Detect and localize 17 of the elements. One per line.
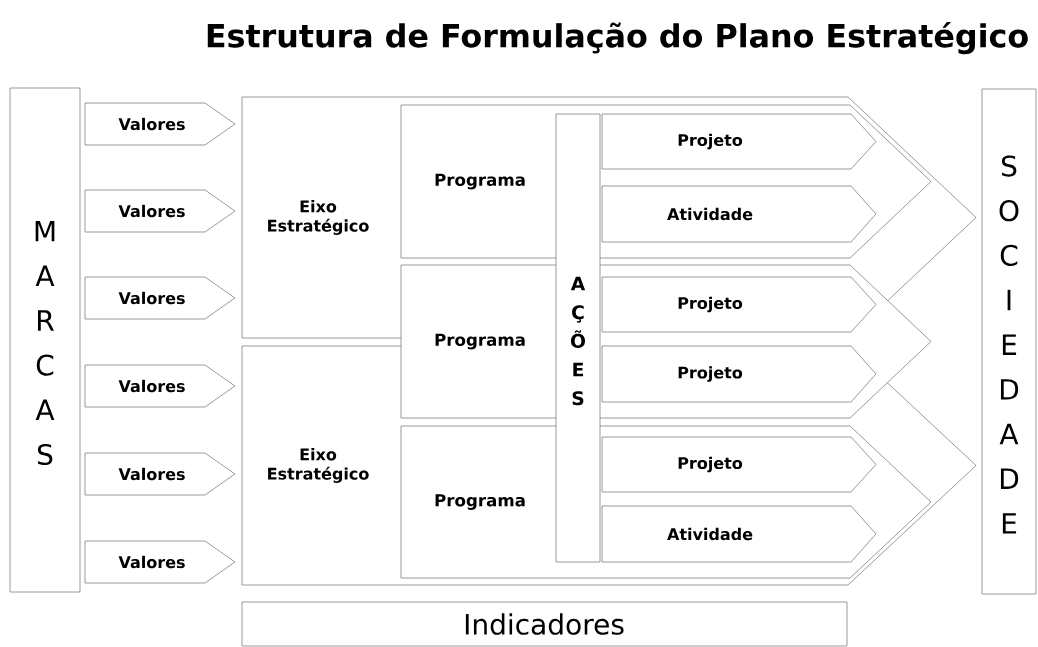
- pentagon-box: Valores: [84, 102, 236, 146]
- text-box: Indicadores: [241, 601, 848, 647]
- pentagon-box: Atividade: [601, 505, 877, 563]
- pentagon-box: Valores: [84, 276, 236, 320]
- pentagon-box: Valores: [84, 364, 236, 408]
- pentagon-box: Valores: [84, 540, 236, 584]
- pentagon-box: Valores: [84, 452, 236, 496]
- pentagon-box: Projeto: [601, 436, 877, 493]
- side-panel: S O C I E D A D E: [981, 88, 1037, 595]
- pentagon-box: Valores: [84, 189, 236, 233]
- pentagon-box: Atividade: [601, 185, 877, 243]
- pentagon-box: Projeto: [601, 345, 877, 403]
- title: Estrutura de Formulação do Plano Estratégico: [207, 21, 1028, 55]
- pentagon-box: Projeto: [601, 276, 877, 333]
- pentagon-box: Projeto: [601, 113, 877, 170]
- side-panel: M A R C A S: [9, 87, 81, 593]
- vertical-bar: A Ç Õ E S: [555, 113, 601, 563]
